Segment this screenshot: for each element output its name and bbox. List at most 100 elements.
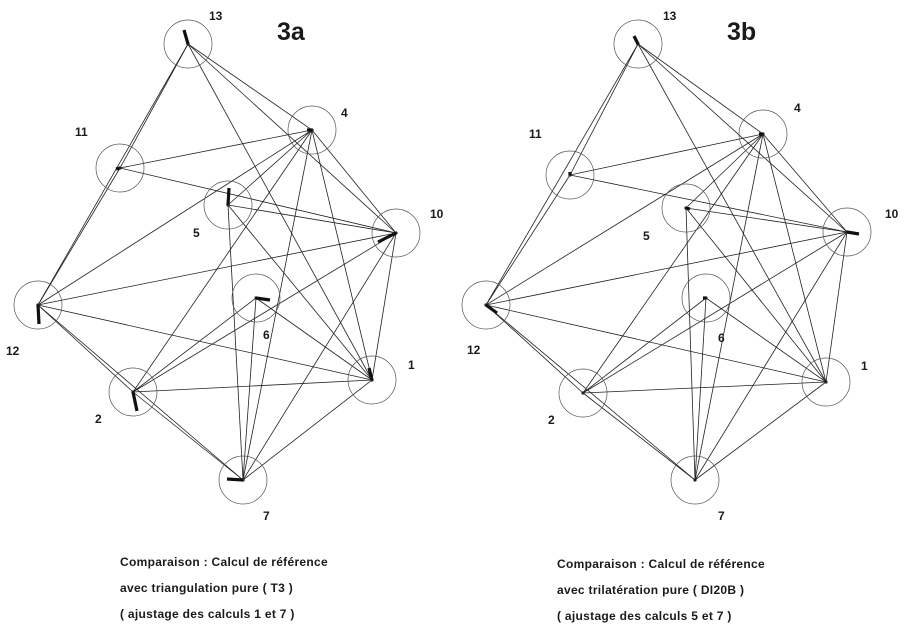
network-line-4-10 <box>311 129 397 234</box>
station-label-10: 10 <box>430 207 444 221</box>
station-circle-4 <box>738 109 788 159</box>
network-line-13-4 <box>187 43 313 131</box>
station-label-7: 7 <box>718 509 725 523</box>
network-line-13-11 <box>569 43 639 176</box>
station-circle-1 <box>347 355 397 405</box>
network-line-6-2 <box>582 297 707 394</box>
station-label-5: 5 <box>643 229 650 243</box>
network-line-6-7 <box>242 297 257 481</box>
network-line-10-1 <box>825 231 848 383</box>
station-circle-4 <box>287 105 337 155</box>
network-line-13-11 <box>119 43 189 169</box>
station-label-11: 11 <box>529 127 542 141</box>
station-circle-2 <box>558 368 608 418</box>
network-line-13-10 <box>187 43 397 234</box>
station-label-12: 12 <box>467 343 481 357</box>
error-vector-12 <box>485 303 498 315</box>
station-circle-2 <box>108 367 158 417</box>
network-line-12-1 <box>37 304 373 381</box>
error-vector-5 <box>685 206 691 211</box>
network-line-4-12 <box>485 133 764 306</box>
network-line-6-2 <box>132 297 257 393</box>
network-line-10-2 <box>132 232 397 393</box>
network-line-11-12 <box>37 167 121 306</box>
network-line-10-12 <box>485 231 848 306</box>
station-label-7: 7 <box>263 509 270 523</box>
error-vector-10 <box>846 230 860 236</box>
station-point-1 <box>824 380 828 384</box>
network-line-1-7 <box>242 379 373 481</box>
caption-3b-line-1: Comparaison : Calcul de référence <box>557 557 765 571</box>
network-line-4-10 <box>762 133 848 233</box>
network-line-10-1 <box>371 232 397 381</box>
station-circle-7 <box>670 455 720 505</box>
network-line-12-7 <box>37 304 244 481</box>
station-label-13: 13 <box>663 9 677 23</box>
network-line-6-7 <box>694 297 707 481</box>
network-line-4-7 <box>694 133 764 481</box>
network-line-5-7 <box>685 207 696 481</box>
caption-3b-line-2: avec trilatération pure ( DI20B ) <box>557 583 745 597</box>
network-line-13-1 <box>187 43 373 381</box>
station-circle-12 <box>13 280 63 330</box>
station-circle-7 <box>218 455 268 505</box>
error-vector-13 <box>182 29 190 45</box>
station-circle-10 <box>371 208 421 258</box>
network-line-5-7 <box>227 204 244 481</box>
network-line-10-7 <box>242 232 397 481</box>
caption-3a-line-2: avec triangulation pure ( T3 ) <box>120 581 294 595</box>
caption-3b-line-3: ( ajustage des calculs 5 et 7 ) <box>557 609 732 623</box>
station-label-12: 12 <box>6 344 20 358</box>
station-point-7 <box>693 478 697 482</box>
error-vector-6 <box>255 296 271 302</box>
network-line-13-1 <box>637 43 827 383</box>
station-circle-11 <box>95 143 145 193</box>
station-label-6: 6 <box>718 331 725 345</box>
network-line-6-1 <box>255 297 373 381</box>
network-line-1-2 <box>132 379 373 393</box>
network-line-12-2 <box>37 304 134 393</box>
error-vector-10 <box>377 231 397 244</box>
station-label-10: 10 <box>885 207 899 221</box>
network-line-4-12 <box>37 129 313 306</box>
error-vector-7 <box>226 477 244 482</box>
network-line-13-12 <box>37 43 189 306</box>
network-line-4-5 <box>685 133 764 209</box>
caption-3a-line-3: ( ajustage des calculs 1 et 7 ) <box>120 607 295 621</box>
error-vector-13 <box>632 35 640 45</box>
station-circle-6 <box>231 273 281 323</box>
error-vector-5 <box>226 187 231 206</box>
error-vector-1 <box>367 367 374 381</box>
station-circle-12 <box>461 280 511 330</box>
network-line-4-2 <box>582 133 764 394</box>
station-label-4: 4 <box>794 101 801 115</box>
network-line-5-1 <box>685 207 827 383</box>
station-circle-5 <box>661 183 711 233</box>
panel-title-3b: 3b <box>727 18 756 46</box>
network-line-11-10 <box>119 167 397 234</box>
station-circle-10 <box>822 207 872 257</box>
network-line-4-1 <box>311 129 373 381</box>
station-label-4: 4 <box>341 106 348 120</box>
error-vector-12 <box>36 304 41 325</box>
station-label-5: 5 <box>193 226 200 240</box>
network-line-4-5 <box>227 129 313 206</box>
network-line-12-1 <box>485 304 827 383</box>
station-point-2 <box>581 391 585 395</box>
network-line-10-12 <box>37 232 397 306</box>
station-label-11: 11 <box>75 125 88 139</box>
station-label-2: 2 <box>95 412 102 426</box>
network-line-4-11 <box>569 133 764 176</box>
network-line-10-7 <box>694 231 848 481</box>
network-line-13-4 <box>637 43 764 135</box>
network-line-5-10 <box>227 204 397 234</box>
caption-3b: Comparaison : Calcul de référence avec t… <box>557 551 765 629</box>
station-circle-6 <box>681 273 731 323</box>
station-circle-5 <box>203 180 253 230</box>
station-label-13: 13 <box>209 9 223 23</box>
network-line-11-12 <box>485 174 571 306</box>
network-line-4-2 <box>132 129 313 393</box>
network-line-1-2 <box>582 381 827 394</box>
